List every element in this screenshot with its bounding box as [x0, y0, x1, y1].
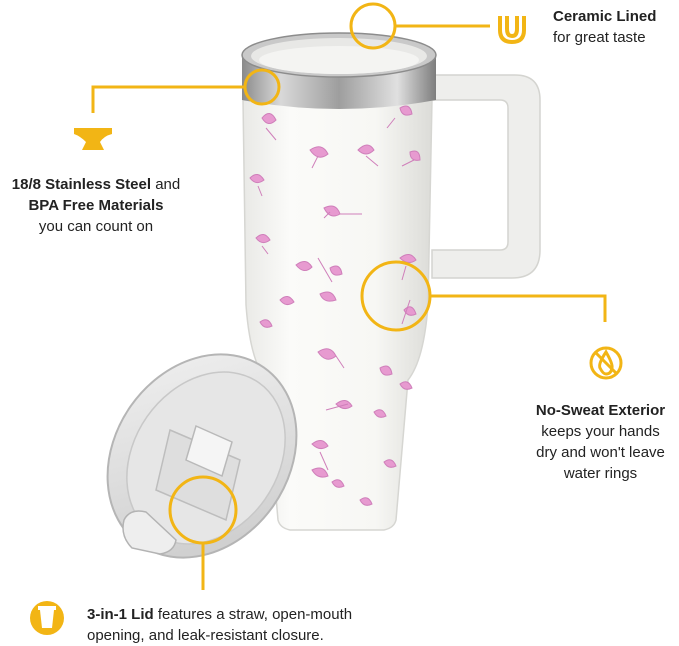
anvil-icon: [74, 128, 112, 150]
sweat-line3: water rings: [563, 465, 638, 482]
lid-cup-icon: [30, 601, 64, 635]
steel-and: and: [155, 176, 181, 193]
lid-title: 3-in-1 Lid: [87, 606, 154, 623]
floral-pattern: [249, 105, 421, 506]
no-droplet-icon: [589, 346, 623, 380]
steel-title-b: BPA Free Materials: [28, 197, 164, 214]
lid-line1: features a straw, open-mouth: [157, 606, 353, 623]
u-shape-icon: [498, 16, 526, 45]
tumbler-lid: [106, 353, 298, 559]
steel-title-a: 18/8 Stainless Steel: [11, 176, 152, 193]
callout-markers: [91, 2, 607, 590]
ceramic-title: Ceramic Lined: [553, 8, 657, 25]
sweat-line2: dry and won't leave: [536, 444, 665, 461]
sweat-line1: keeps your hands: [541, 423, 660, 440]
sweat-title: No-Sweat Exterior: [535, 402, 666, 419]
ceramic-body: for great taste: [553, 29, 646, 46]
steel-body: you can count on: [38, 218, 154, 235]
callout-stainless-steel: 18/8 Stainless Steel and BPA Free Materi…: [0, 174, 192, 237]
lid-line2: opening, and leak-resistant closure.: [87, 627, 324, 644]
callout-3-in-1-lid: 3-in-1 Lid features a straw, open-mouth …: [87, 604, 407, 646]
callout-no-sweat: No-Sweat Exterior keeps your hands dry a…: [522, 400, 679, 484]
mug-handle: [431, 74, 541, 279]
callout-ceramic-lined: Ceramic Lined for great taste: [553, 6, 679, 48]
